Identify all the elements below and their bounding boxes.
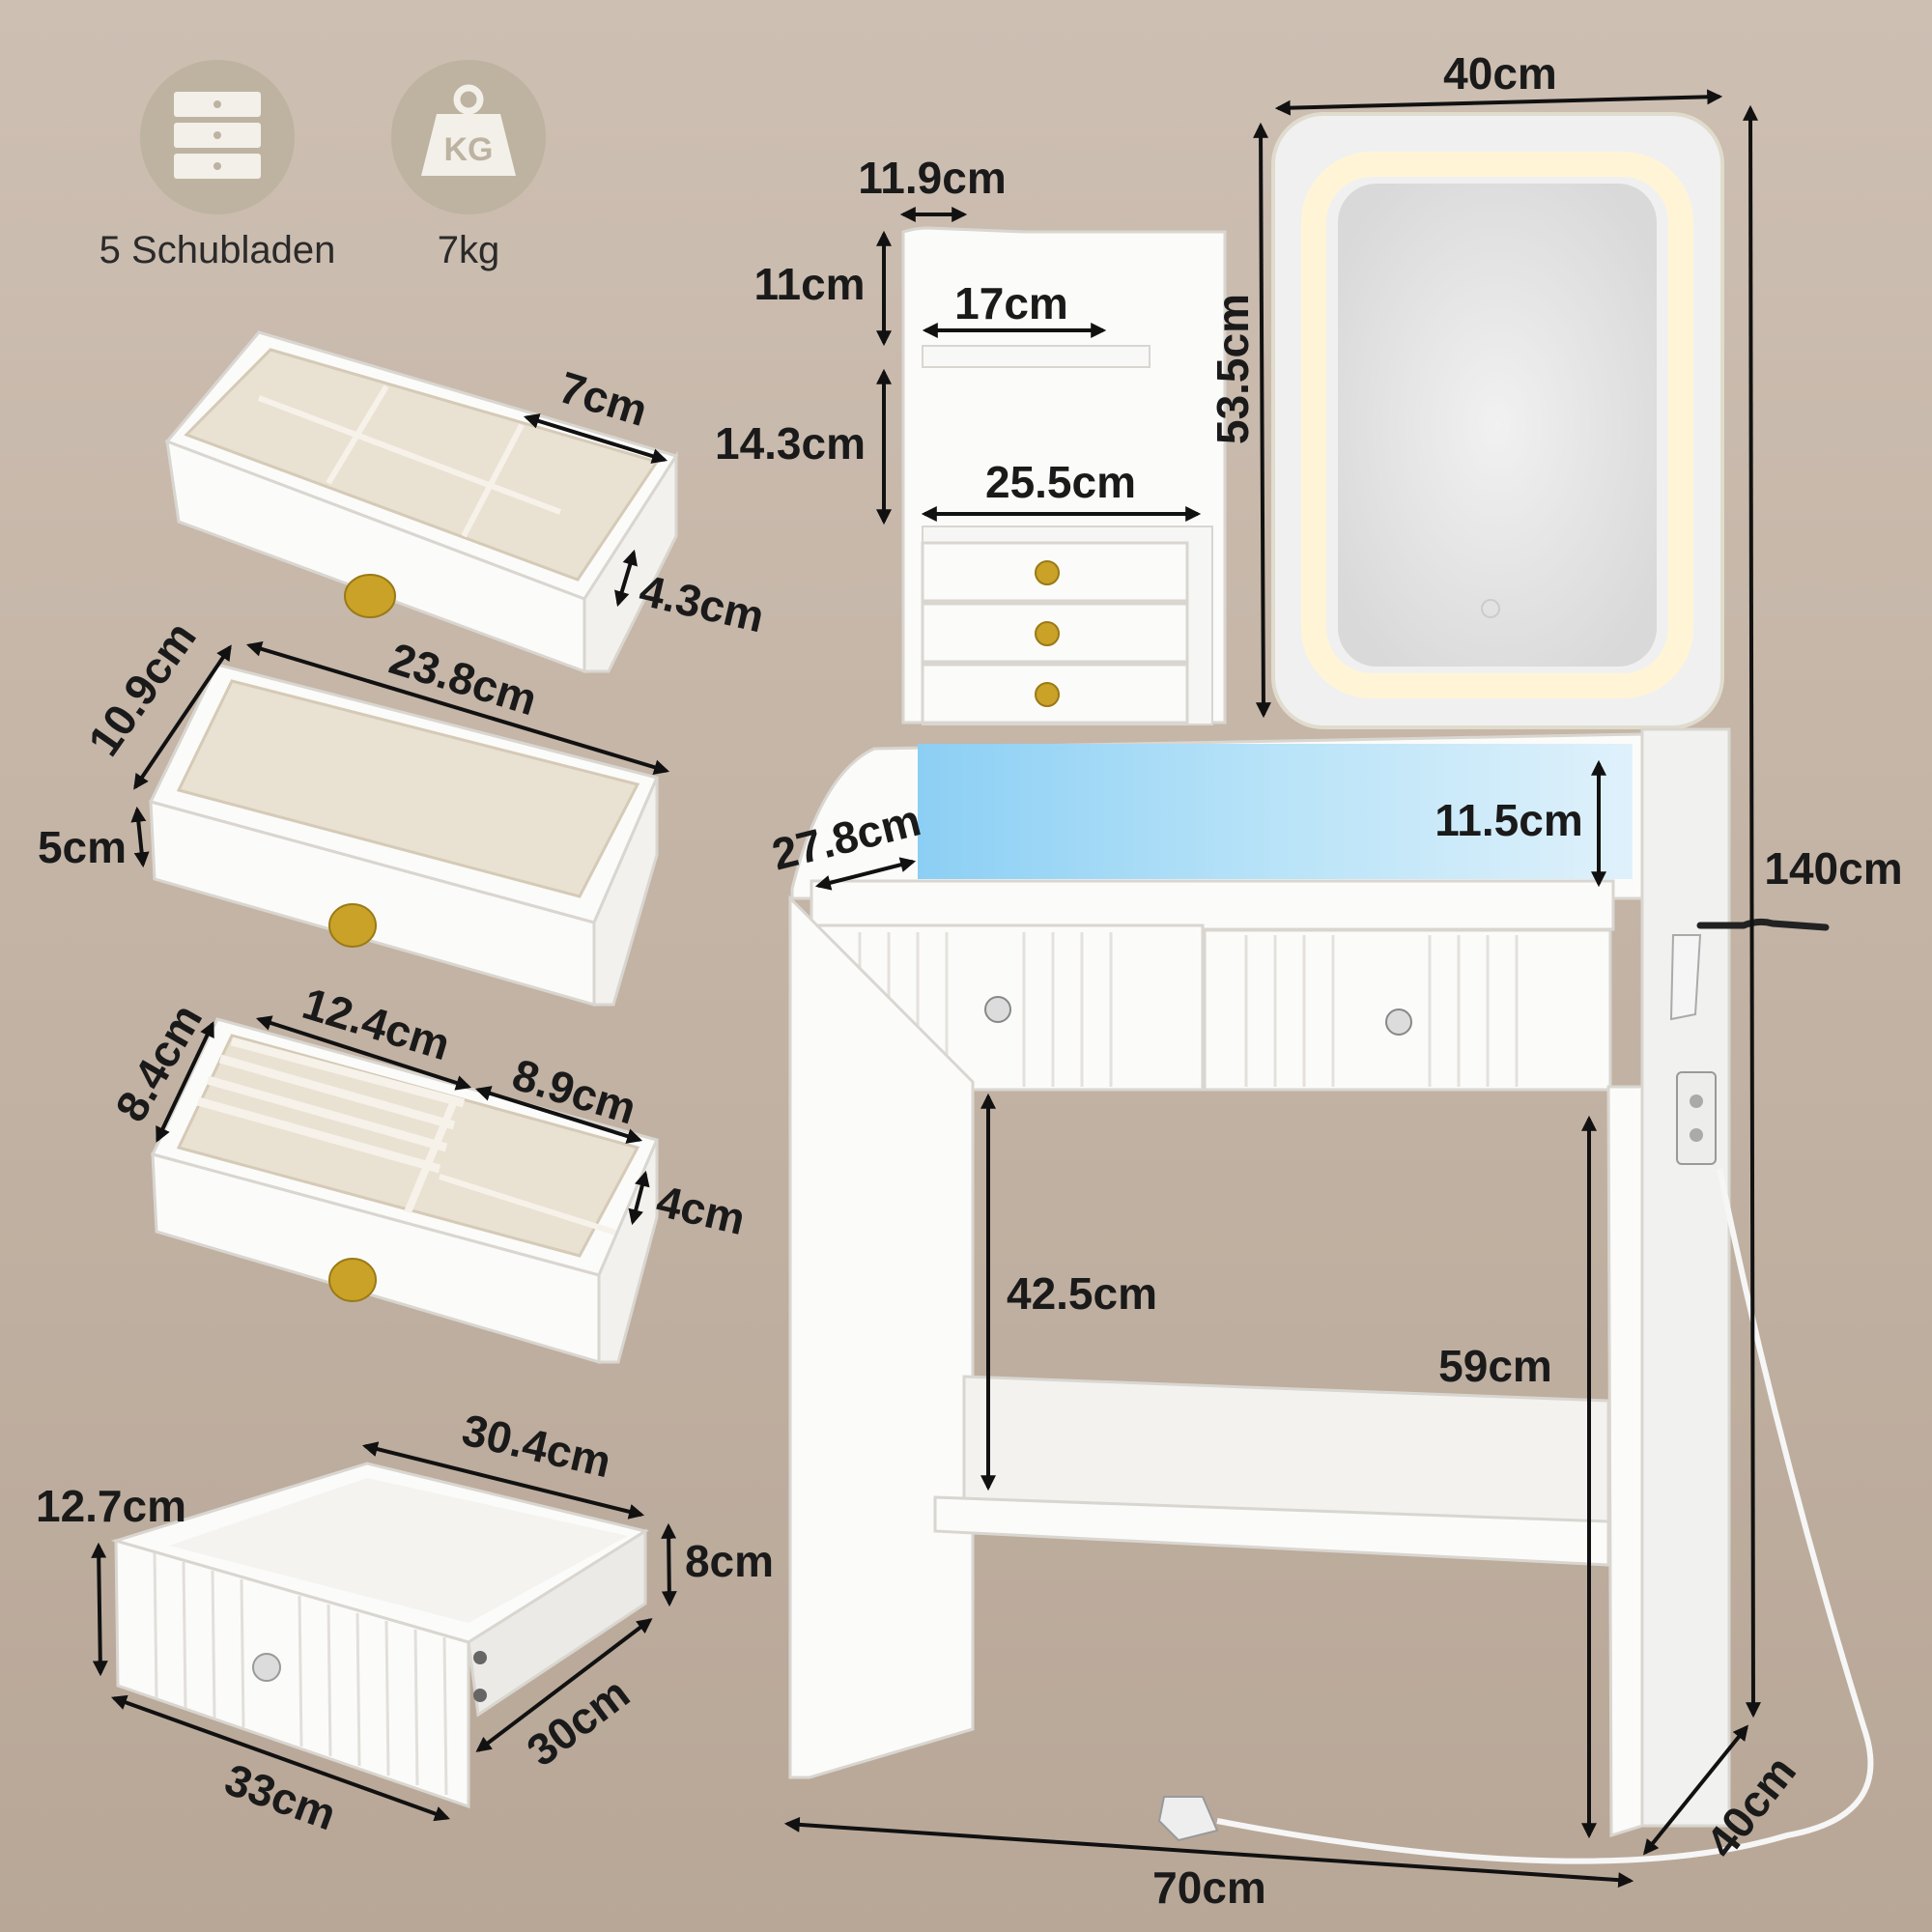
dim-large-side-height: 8cm [685, 1536, 774, 1586]
drawer-knob-icon [344, 574, 396, 618]
hutch [901, 226, 1227, 725]
dim-led-height: 11.5cm [1435, 795, 1582, 845]
power-icon[interactable] [1481, 599, 1500, 618]
dim-shelf-width: 17cm [954, 278, 1068, 328]
drawers-label: 5 Schubladen [99, 229, 336, 271]
left-leg [788, 895, 975, 1779]
vanity-table [788, 112, 1874, 1864]
weight-label: 7kg [438, 229, 500, 271]
hutch-shelf [922, 345, 1151, 368]
dim-mini-drawers-width: 25.5cm [985, 457, 1136, 507]
dim-total-width: 70cm [1152, 1862, 1266, 1913]
desk-drawer-right[interactable] [1203, 928, 1612, 1092]
drawer-knob-icon [328, 903, 377, 948]
dim-open-tray-height: 5cm [38, 822, 127, 872]
dim-knee-height: 42.5cm [1007, 1268, 1157, 1319]
dim-top-gap: 11cm [753, 259, 865, 309]
led-strip-shelf [918, 744, 1633, 879]
knob-icon [1035, 621, 1060, 646]
hairdryer-holder-icon [1669, 934, 1702, 1021]
knob-icon [1035, 682, 1060, 707]
knob-icon [1035, 560, 1060, 585]
weight-icon: KG [421, 84, 516, 176]
dim-mirror-height: 53.5cm [1208, 294, 1258, 444]
desk [788, 727, 1874, 1864]
dim-mirror-width: 40cm [1443, 48, 1557, 99]
right-leg [1606, 1085, 1644, 1838]
crystal-knob-icon [984, 996, 1011, 1023]
led-mirror [1271, 112, 1724, 729]
bottom-shelf [933, 1495, 1610, 1567]
drawer-grid-tray: 7cm 4.3cm [164, 330, 769, 674]
dim-top-depth: 11.9cm [858, 153, 1006, 203]
feature-drawers: 5 Schubladen [99, 60, 336, 271]
dim-total-height: 140cm [1764, 843, 1902, 894]
dim-large-front-height: 12.7cm [36, 1481, 186, 1531]
dim-leg-height: 59cm [1438, 1341, 1552, 1391]
feature-weight: KG 7kg [391, 60, 546, 271]
crystal-knob-icon [252, 1653, 281, 1682]
crystal-knob-icon [1385, 1009, 1412, 1036]
weight-icon-text: KG [444, 131, 494, 168]
power-outlet-icon [1676, 1071, 1717, 1165]
drawers-icon [174, 92, 261, 179]
drawer-knob-icon [328, 1258, 377, 1302]
dim-shelf-gap: 14.3cm [715, 418, 866, 469]
